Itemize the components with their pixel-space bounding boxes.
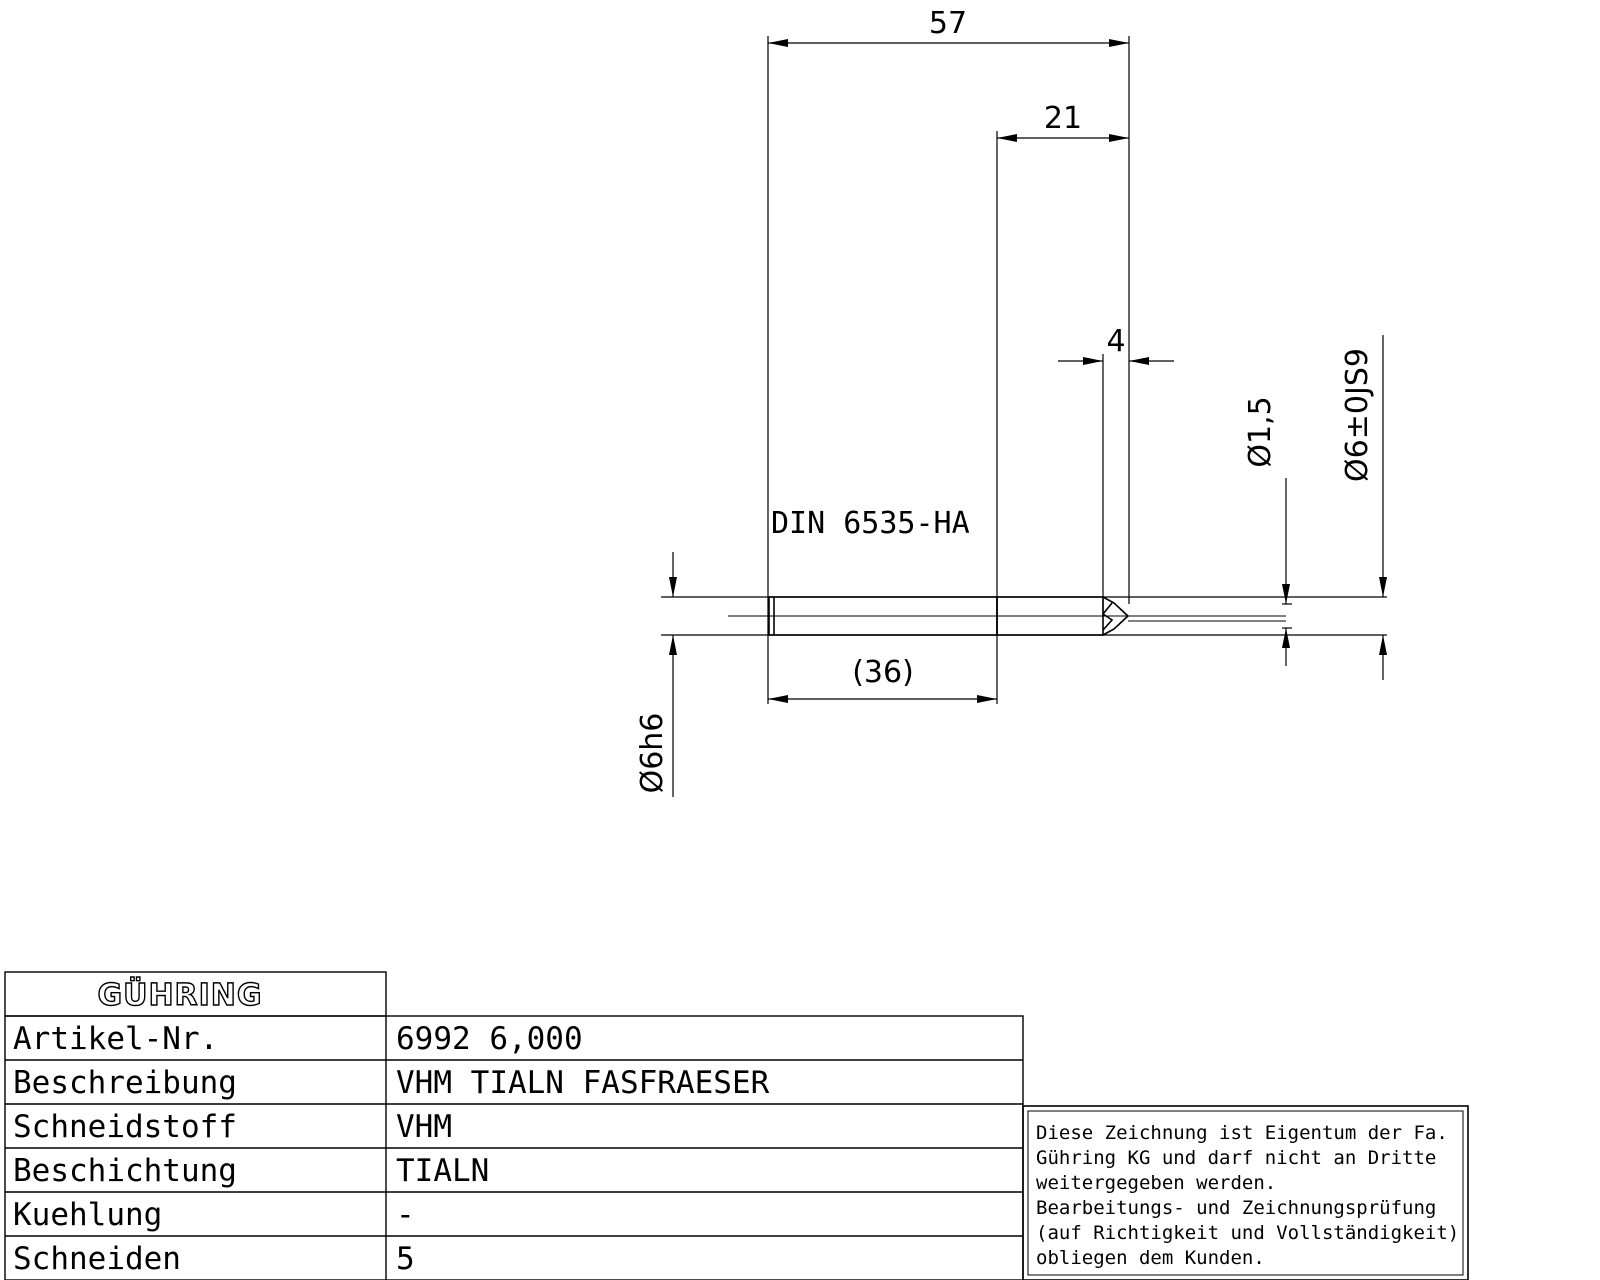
dim-tip-length: 4 <box>1106 324 1125 359</box>
dim-head-length: 21 <box>1044 101 1082 136</box>
dim-shank-diameter: Ø6h6 <box>635 713 670 794</box>
extension-lines <box>661 36 1387 704</box>
dim-shank-length: (36) <box>852 655 914 690</box>
svg-text:obliegen dem Kunden.: obliegen dem Kunden. <box>1036 1247 1265 1269</box>
row-value-flutes: 5 <box>396 1241 415 1277</box>
row-value-coating: TIALN <box>396 1153 489 1189</box>
disclaimer-box <box>1022 1105 1469 1280</box>
row-label-description: Beschreibung <box>13 1065 237 1101</box>
shank-standard-label: DIN 6535-HA <box>771 506 970 541</box>
row-label-article-number: Artikel-Nr. <box>13 1021 218 1057</box>
svg-text:weitergegeben werden.: weitergegeben werden. <box>1036 1172 1276 1194</box>
row-label-cooling: Kuehlung <box>13 1197 162 1233</box>
row-value-cooling: - <box>396 1197 415 1233</box>
cutter-tip-detail <box>1101 602 1114 631</box>
svg-text:(auf Richtigkeit und Vollständ: (auf Richtigkeit und Vollständigkeit) <box>1036 1222 1459 1244</box>
svg-text:Diese Zeichnung ist Eigentum d: Diese Zeichnung ist Eigentum der Fa. <box>1036 1122 1448 1144</box>
row-value-cutting-material: VHM <box>396 1109 452 1145</box>
row-value-description: VHM TIALN FASFRAESER <box>396 1065 770 1101</box>
svg-text:Gühring KG und darf nicht an D: Gühring KG und darf nicht an Dritte <box>1036 1147 1436 1169</box>
row-label-coating: Beschichtung <box>13 1153 237 1189</box>
row-value-article-number: 6992 6,000 <box>396 1021 583 1057</box>
svg-text:Bearbeitungs- und Zeichnungspr: Bearbeitungs- und Zeichnungsprüfung <box>1036 1197 1436 1219</box>
row-label-cutting-material: Schneidstoff <box>13 1109 237 1145</box>
dim-total-length: 57 <box>929 6 967 41</box>
disclaimer-text: Diese Zeichnung ist Eigentum der Fa. Güh… <box>1036 1122 1459 1269</box>
dimension-lines <box>669 39 1387 797</box>
title-block-rows: Artikel-Nr. 6992 6,000 Beschreibung VHM … <box>13 1021 770 1277</box>
dim-tip-diameter: Ø1,5 <box>1243 396 1278 467</box>
row-label-flutes: Schneiden <box>13 1241 181 1277</box>
brand-logo: GÜHRING <box>97 976 262 1013</box>
dim-head-diameter: Ø6±0JS9 <box>1340 348 1375 482</box>
